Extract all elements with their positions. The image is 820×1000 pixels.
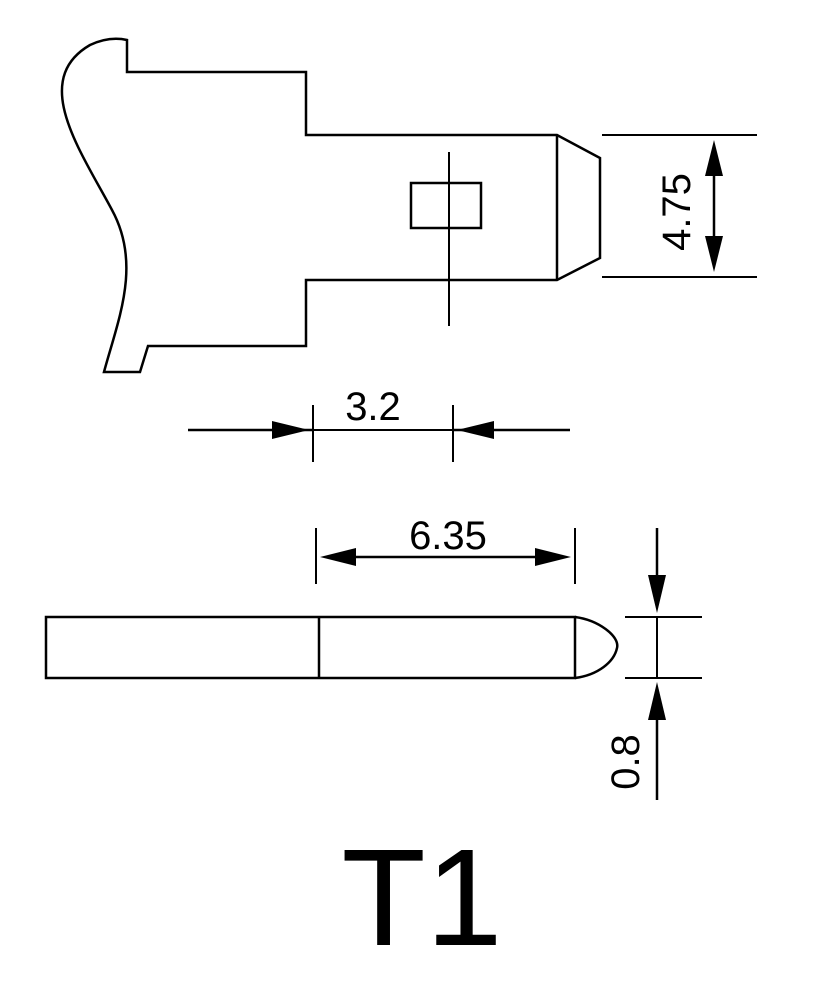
mounting-hole bbox=[409, 181, 483, 230]
dimension-4-75: 4.75 bbox=[602, 134, 757, 278]
terminal-side-tip bbox=[574, 615, 619, 680]
arrowhead-down-icon bbox=[705, 236, 723, 272]
diagram-title: T1 bbox=[341, 821, 502, 975]
terminal-side-body bbox=[44, 615, 577, 680]
arrowhead-left-icon bbox=[320, 548, 356, 566]
arrowhead-up-icon bbox=[705, 140, 723, 176]
dimension-3-2: 3.2 bbox=[188, 385, 570, 462]
arrowhead-down-icon bbox=[648, 575, 666, 613]
dimension-0-8: 0.8 bbox=[604, 528, 702, 800]
arrowhead-left-icon bbox=[457, 421, 494, 439]
arrowhead-up-icon bbox=[648, 682, 666, 720]
top-view bbox=[60, 37, 602, 374]
terminal-outline bbox=[60, 37, 602, 374]
arrowhead-right-icon bbox=[272, 421, 309, 439]
arrowhead-right-icon bbox=[535, 548, 571, 566]
dimension-label-3-2: 3.2 bbox=[345, 385, 401, 429]
side-view bbox=[44, 615, 619, 680]
dimension-label-0-8: 0.8 bbox=[604, 734, 648, 790]
dimension-6-35: 6.35 bbox=[315, 514, 576, 584]
dimension-label-4-75: 4.75 bbox=[655, 173, 699, 251]
dimension-label-6-35: 6.35 bbox=[409, 514, 487, 558]
